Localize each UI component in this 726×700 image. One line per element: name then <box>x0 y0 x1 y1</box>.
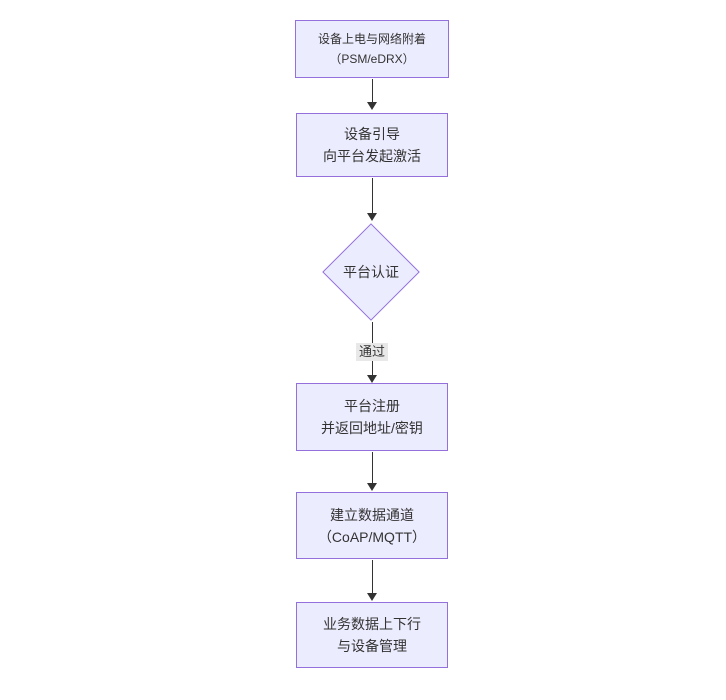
edge-register-to-channel <box>366 452 378 491</box>
node-data-channel-line2: （CoAP/MQTT） <box>317 528 427 545</box>
edge-power-to-bootstrap <box>366 79 378 110</box>
node-power-attach-line2: （PSM/eDRX） <box>329 52 415 66</box>
edge-channel-to-business <box>366 560 378 601</box>
node-bootstrap-line2: 向平台发起激活 <box>323 148 421 164</box>
node-business: 业务数据上下行 与设备管理 <box>296 602 448 668</box>
node-bootstrap-line1: 设备引导 <box>344 126 400 142</box>
edge-line <box>371 560 373 593</box>
node-power-attach-line1: 设备上电与网络附着 <box>317 32 426 46</box>
edge-label-pass: 通过 <box>355 343 389 361</box>
node-business-line1: 业务数据上下行 <box>323 616 421 632</box>
node-bootstrap: 设备引导 向平台发起激活 <box>296 113 448 177</box>
edge-line <box>371 452 373 483</box>
arrow-down-icon <box>367 375 377 383</box>
node-platform-auth: 平台认证 <box>322 223 420 321</box>
arrow-down-icon <box>367 483 377 491</box>
node-register-line2: 并返回地址/密钥 <box>321 420 423 436</box>
edge-line <box>371 79 373 102</box>
node-data-channel-line1: 建立数据通道 <box>330 506 414 523</box>
node-platform-auth-label: 平台认证 <box>343 264 399 280</box>
node-register-line1: 平台注册 <box>344 398 400 414</box>
edge-line <box>371 178 373 213</box>
node-register: 平台注册 并返回地址/密钥 <box>296 383 448 451</box>
edge-bootstrap-to-auth <box>366 178 378 221</box>
arrow-down-icon <box>367 593 377 601</box>
arrow-down-icon <box>367 102 377 110</box>
edge-auth-to-register: 通过 <box>355 322 389 383</box>
node-data-channel: 建立数据通道 （CoAP/MQTT） <box>296 492 448 559</box>
arrow-down-icon <box>367 213 377 221</box>
node-business-line2: 与设备管理 <box>337 638 407 654</box>
node-power-attach: 设备上电与网络附着 （PSM/eDRX） <box>295 20 449 78</box>
